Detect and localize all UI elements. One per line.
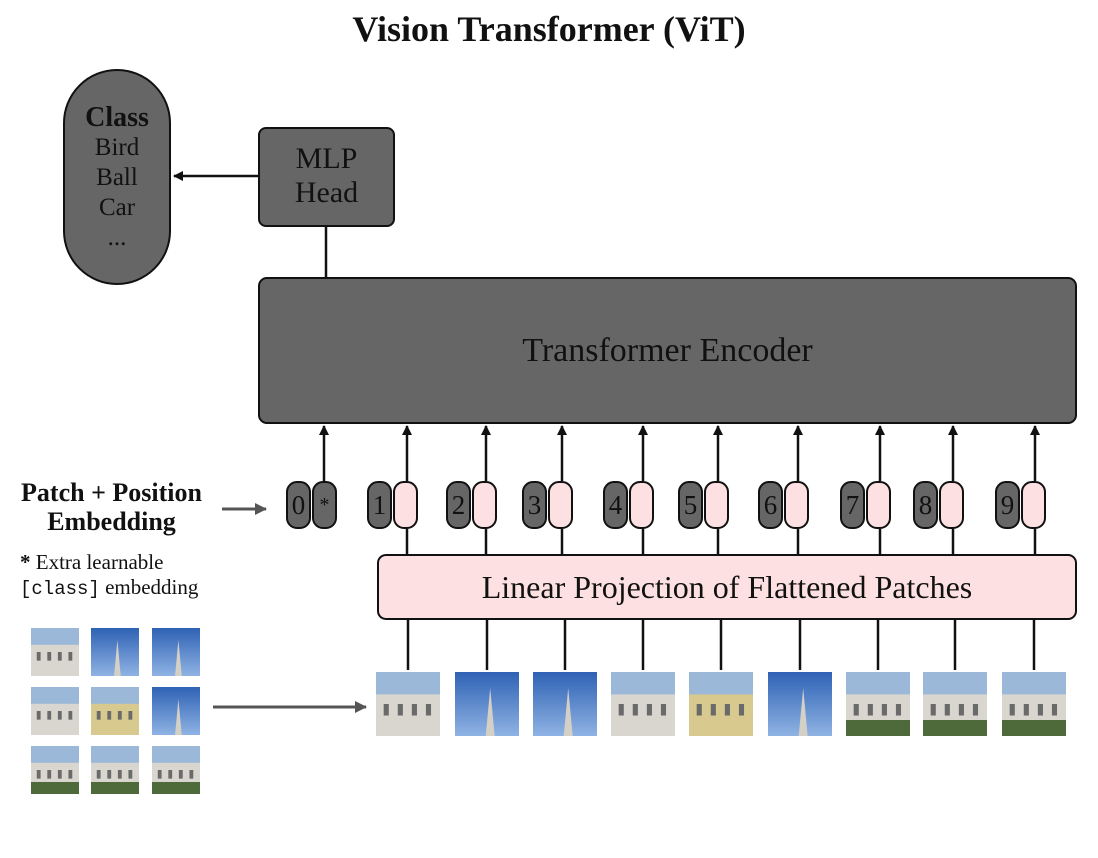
grid-patch-6 — [152, 687, 200, 735]
class-item-car: Car — [98, 194, 136, 221]
note-line2: embedding — [105, 575, 199, 599]
mlp-head-line1: MLP — [295, 142, 358, 175]
class-heading: Class — [85, 102, 149, 133]
class-token-note: * Extra learnable [class] embedding — [20, 550, 230, 602]
patch-image-4 — [611, 672, 675, 736]
patch-embedding-8 — [939, 481, 964, 529]
grid-patch-3 — [152, 628, 200, 676]
patch-image-1 — [376, 672, 440, 736]
position-embedding-3: 3 — [522, 481, 547, 529]
patch-embedding-9 — [1021, 481, 1046, 529]
diagram-title: Vision Transformer (ViT) — [352, 9, 746, 49]
mlp-head-box: MLP Head — [258, 127, 395, 227]
class-item-bird: Bird — [94, 134, 140, 161]
position-embedding-8: 8 — [913, 481, 938, 529]
patch-embedding-5 — [704, 481, 729, 529]
position-embedding-4: 4 — [603, 481, 628, 529]
grid-patch-4 — [31, 687, 79, 735]
patch-embedding-4 — [629, 481, 654, 529]
position-embedding-9: 9 — [995, 481, 1020, 529]
patch-image-6 — [768, 672, 832, 736]
patch-embedding-1 — [393, 481, 418, 529]
patch-image-7 — [846, 672, 910, 736]
note-line1: Extra learnable — [35, 550, 164, 574]
mlp-head-line2: Head — [294, 176, 359, 209]
patch-embedding-3 — [548, 481, 573, 529]
grid-patch-2 — [91, 628, 139, 676]
patch-image-3 — [533, 672, 597, 736]
grid-patch-5 — [91, 687, 139, 735]
class-output-box: Class Bird Ball Car ... — [63, 69, 171, 285]
position-embedding-6: 6 — [758, 481, 783, 529]
transformer-encoder-box: Transformer Encoder — [258, 277, 1077, 424]
patch-image-2 — [455, 672, 519, 736]
grid-patch-8 — [91, 746, 139, 794]
grid-patch-7 — [31, 746, 79, 794]
class-item-ball: Ball — [96, 164, 138, 191]
patch-image-9 — [1002, 672, 1066, 736]
patch-embedding-2 — [472, 481, 497, 529]
position-embedding-0: 0 — [286, 481, 311, 529]
patch-embedding-7 — [866, 481, 891, 529]
class-item-ellipsis: ... — [107, 224, 127, 251]
patch-embedding-6 — [784, 481, 809, 529]
linear-projection-box: Linear Projection of Flattened Patches — [377, 554, 1077, 620]
embedding-label-line1: Patch + Position — [21, 478, 202, 507]
patch-image-5 — [689, 672, 753, 736]
embedding-label-line2: Embedding — [47, 507, 176, 536]
grid-patch-9 — [152, 746, 200, 794]
position-embedding-7: 7 — [840, 481, 865, 529]
position-embedding-2: 2 — [446, 481, 471, 529]
grid-patch-1 — [31, 628, 79, 676]
position-embedding-5: 5 — [678, 481, 703, 529]
note-code: [class] — [20, 578, 100, 600]
patch-image-8 — [923, 672, 987, 736]
embedding-label: Patch + Position Embedding — [5, 478, 218, 536]
position-embedding-1: 1 — [367, 481, 392, 529]
class-token-embedding: * — [312, 481, 337, 529]
note-star: * — [20, 550, 31, 574]
